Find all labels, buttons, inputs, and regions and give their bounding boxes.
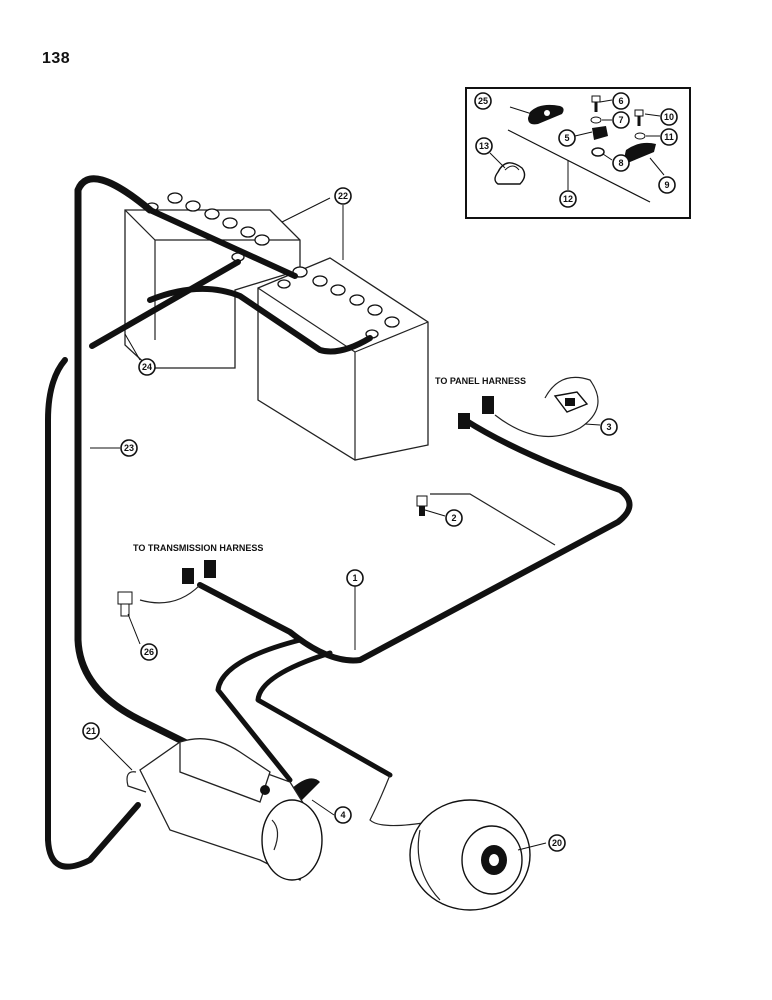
callout-11: 11: [660, 128, 678, 146]
batteries: [124, 192, 429, 461]
callout-6: 6: [612, 92, 630, 110]
transmission-harness-label: TO TRANSMISSION HARNESS: [133, 543, 263, 553]
transmission-connectors: [182, 560, 216, 584]
svg-text:10: 10: [664, 112, 674, 122]
svg-text:23: 23: [124, 443, 134, 453]
callout-8: 8: [612, 154, 630, 172]
leader-lines: [90, 99, 665, 851]
svg-text:21: 21: [86, 726, 96, 736]
panel-harness-label: TO PANEL HARNESS: [435, 376, 526, 386]
callout-13: 13: [475, 137, 493, 155]
alternator-20: [409, 799, 531, 911]
callout-1: 1: [346, 569, 364, 587]
svg-text:2: 2: [451, 513, 456, 523]
svg-text:11: 11: [664, 132, 674, 142]
callout-24: 24: [138, 358, 156, 376]
svg-text:13: 13: [479, 141, 489, 151]
svg-text:8: 8: [618, 158, 623, 168]
callout-22: 22: [334, 187, 352, 205]
callout-10: 10: [660, 108, 678, 126]
svg-text:20: 20: [552, 838, 562, 848]
svg-text:5: 5: [564, 133, 569, 143]
hardware-inset: [465, 87, 691, 219]
svg-text:6: 6: [618, 96, 623, 106]
callout-20: 20: [548, 834, 566, 852]
sender-26: [117, 591, 133, 617]
starter-21: [126, 738, 323, 881]
callout-23: 23: [120, 439, 138, 457]
svg-text:26: 26: [144, 647, 154, 657]
callout-25: 25: [474, 92, 492, 110]
callout-12: 12: [559, 190, 577, 208]
svg-text:4: 4: [340, 810, 345, 820]
svg-text:22: 22: [338, 191, 348, 201]
callout-26: 26: [140, 643, 158, 661]
main-harness: [139, 376, 633, 827]
battery-cables: [45, 175, 373, 870]
sender-2: [416, 495, 428, 516]
callout-3: 3: [600, 418, 618, 436]
callout-21: 21: [82, 722, 100, 740]
page-number: 138: [42, 50, 71, 67]
svg-text:25: 25: [478, 96, 488, 106]
callout-9: 9: [658, 176, 676, 194]
svg-text:9: 9: [664, 180, 669, 190]
callout-2: 2: [445, 509, 463, 527]
callout-5: 5: [558, 129, 576, 147]
svg-text:12: 12: [563, 194, 573, 204]
svg-text:3: 3: [606, 422, 611, 432]
panel-connectors: [458, 396, 494, 429]
svg-text:7: 7: [618, 115, 623, 125]
svg-text:1: 1: [352, 573, 357, 583]
callout-4: 4: [334, 806, 352, 824]
svg-text:24: 24: [142, 362, 152, 372]
switch-3: [553, 391, 589, 413]
callout-7: 7: [612, 111, 630, 129]
